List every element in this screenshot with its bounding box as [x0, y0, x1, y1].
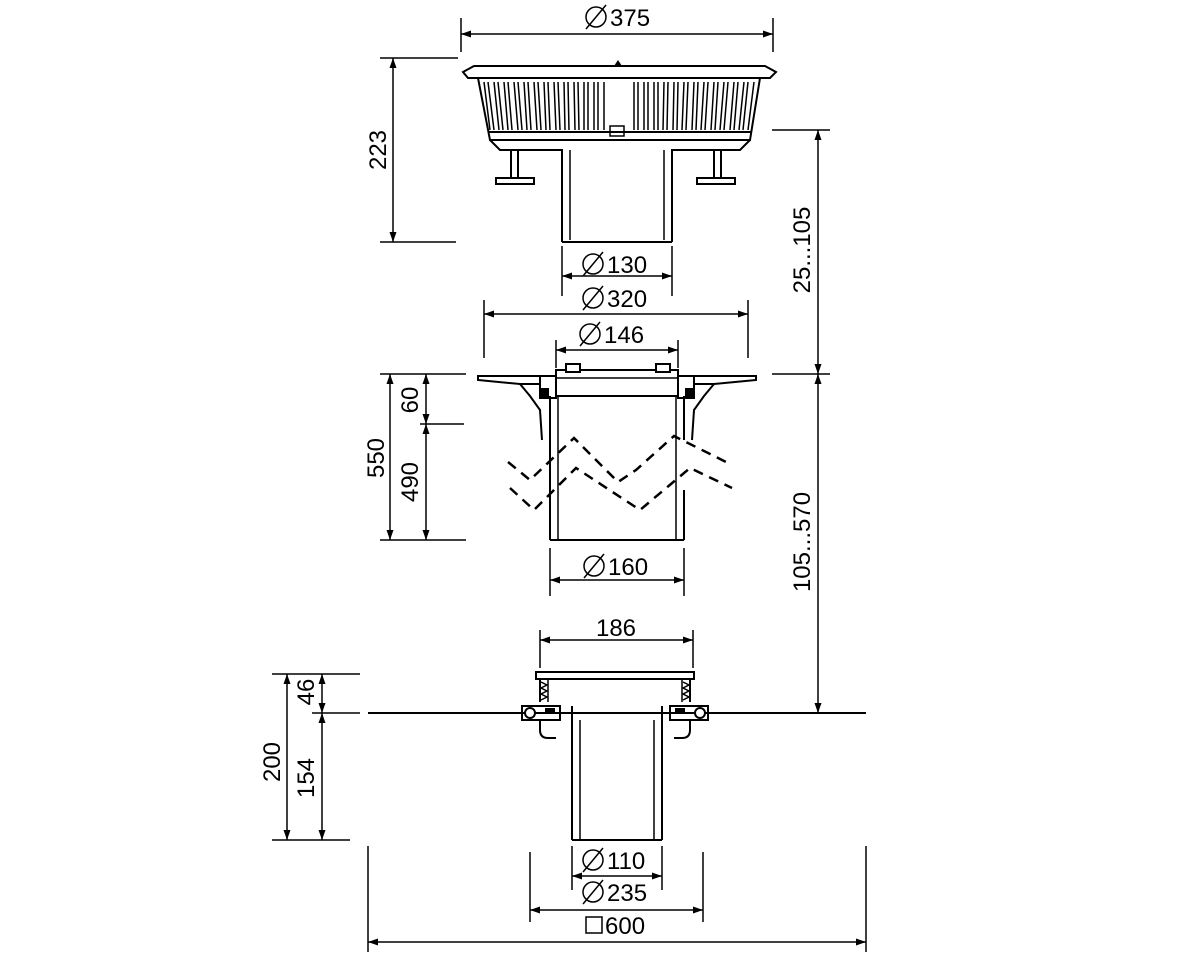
diameter-symbol: [582, 849, 604, 871]
base-width-text: 186: [596, 615, 636, 642]
base-square-text: 600: [605, 913, 645, 940]
base-flange-diameter-text: 235: [607, 880, 647, 907]
extension-inner-diameter-text: 146: [604, 322, 644, 349]
grate-outlet-diameter-text: 130: [607, 252, 647, 279]
diameter-320-label: 320: [582, 285, 647, 313]
diameter-symbol: [582, 881, 604, 903]
extension-height-text: 550: [363, 438, 390, 478]
diameter-146-label: 146: [579, 321, 644, 349]
extension-top-height-text: 60: [397, 387, 424, 414]
diameter-130-label: 130: [582, 251, 647, 279]
square-600-label: 600: [585, 913, 645, 940]
extension-outer-diameter-text: 160: [608, 554, 648, 581]
grate-height-text: 223: [365, 130, 392, 170]
upper-range-text: 25...105: [789, 207, 816, 294]
base-top-height-text: 46: [293, 679, 320, 706]
diameter-symbol: [583, 555, 605, 577]
base-outlet-diameter-text: 110: [607, 848, 645, 875]
square-symbol: [585, 916, 603, 934]
dimensions: 375 223 130 320 146: [259, 4, 867, 952]
diameter-375-label: 375: [585, 4, 650, 32]
extension-flange-diameter-text: 320: [607, 286, 647, 313]
base-lower-height-text: 154: [293, 758, 320, 798]
diameter-symbol: [582, 253, 604, 275]
roof-grate-part: [461, 60, 778, 243]
diameter-235-label: 235: [582, 879, 647, 907]
grate-diameter-text: 375: [610, 5, 650, 32]
diameter-symbol: [582, 287, 604, 309]
lower-range-text: 105...570: [789, 492, 816, 592]
extension-body-height-text: 490: [397, 462, 424, 502]
diameter-symbol: [579, 323, 601, 345]
diameter-110-label: 110: [582, 847, 645, 875]
base-part: [368, 671, 866, 841]
extension-part: [477, 363, 757, 541]
diameter-symbol: [585, 6, 607, 28]
diameter-160-label: 160: [583, 553, 648, 581]
base-height-text: 200: [259, 742, 286, 782]
grate-slots: [483, 81, 755, 131]
